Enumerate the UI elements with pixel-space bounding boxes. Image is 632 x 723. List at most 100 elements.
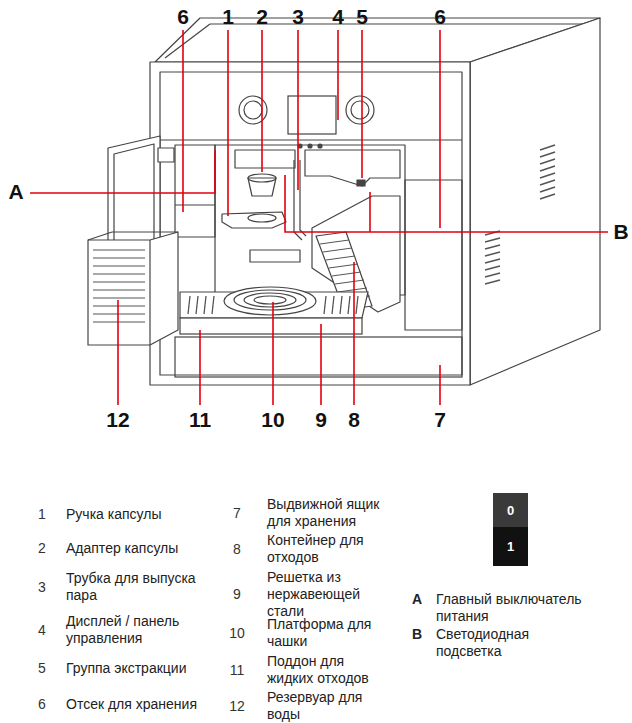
callout-number: 9 [315,409,327,431]
housing-edge [165,24,210,58]
knob [346,96,374,124]
drip-area [175,287,462,377]
cup-platform-ring [244,293,296,307]
cup-platform [224,287,316,315]
vent-slot [485,266,500,270]
legend-text: Выдвижной ящик для хранения [267,496,385,530]
leader-line [227,30,229,216]
legend-text: Светодиодная подсветка [436,626,566,660]
legend-letter: A [412,591,422,608]
vent-slot [540,187,555,192]
vent-slot [540,152,555,157]
bracket [250,250,300,262]
leader-line [182,30,184,212]
vent-slot [540,194,555,199]
leader-line [353,262,355,405]
vent-slot [540,145,555,150]
switch-position-box: 0 [493,493,528,527]
legend-number: 7 [233,505,241,522]
top-recess [235,150,295,168]
tank-slat [93,322,145,323]
legend-number: 11 [230,662,245,679]
extraction-group [305,150,400,186]
legend-text: Трубка для выпуска пара [66,570,206,604]
storage-compartment [175,145,215,237]
grille-line [332,272,361,276]
door-and-tank [88,136,178,345]
switch-symbol: 1 [507,539,514,554]
tank-edge [149,240,150,345]
legend-text: Резервуар для воды [267,689,385,723]
vent-slot [485,280,500,284]
drip-tray [180,318,362,334]
callout-number: 11 [189,409,211,431]
leader-line [30,150,215,193]
legend-number: 1 [38,506,46,523]
knob [244,101,262,119]
shelf [175,204,215,205]
legend-text: Платформа для чашки [267,616,385,650]
legend-text: Ручка капсулы [66,506,206,523]
grid-slot [188,296,190,314]
grid-slot [356,296,358,314]
legend-text: Дисплей / панель управления [66,613,206,647]
leader-line [285,175,608,232]
legend-number: 12 [229,698,245,715]
cup-platform-ring [234,290,306,310]
storage-compartment [405,180,462,330]
callout-number: 3 [292,6,304,28]
callout-number: 8 [348,409,360,431]
tank-slat [93,298,145,299]
leader-line [320,324,322,405]
callout-number: 1 [222,6,234,28]
callout-number: 5 [356,6,368,28]
leader-line [369,192,371,232]
knob [351,101,369,119]
callout-number: 4 [332,6,344,28]
tank-edge [88,232,112,240]
tank-slat [93,258,145,259]
leader-line [272,302,274,405]
tank-edge [112,231,178,232]
legend-text: Группа экстракции [66,660,206,677]
legend-text: Адаптер капсулы [66,540,206,557]
grille-line [335,280,364,284]
grid-slot [324,296,326,314]
vent-slot [485,252,500,256]
grille-line [320,240,349,244]
callout-number: 7 [434,409,446,431]
leader-line [261,30,263,172]
vent-slot [485,238,500,242]
legend-text: Главный выключатель питания [436,591,586,625]
leader-line [199,330,201,405]
control-panel [160,96,462,148]
switch-symbol: 0 [507,503,514,518]
vent-slot [540,180,555,185]
interior [175,145,462,330]
capsule-handle [222,212,286,228]
housing-side [470,18,600,385]
leader-line [439,30,441,228]
grid-slot [348,296,350,314]
tank-slat [93,250,145,251]
front-frame [150,62,470,385]
tank-slat [93,306,145,307]
tank-slats [93,250,145,322]
vent-slot [540,159,555,164]
grid-slot [196,296,198,314]
legend-text: Контейнер для отходов [267,532,385,566]
grid-slot [332,296,334,314]
leader-line [337,30,339,120]
panel-edge [160,139,462,140]
capsule-adapter [248,174,276,182]
tank-slat [93,290,145,291]
switch-position-box: 1 [493,527,528,566]
grid-slot [340,296,342,314]
callout-number: 12 [106,409,129,431]
side-vents [485,145,555,284]
legend-number: 8 [233,541,241,558]
legend-number: 2 [38,540,46,557]
vent-slot [540,166,555,171]
legend-number: 9 [233,586,241,603]
tank-slat [93,314,145,315]
